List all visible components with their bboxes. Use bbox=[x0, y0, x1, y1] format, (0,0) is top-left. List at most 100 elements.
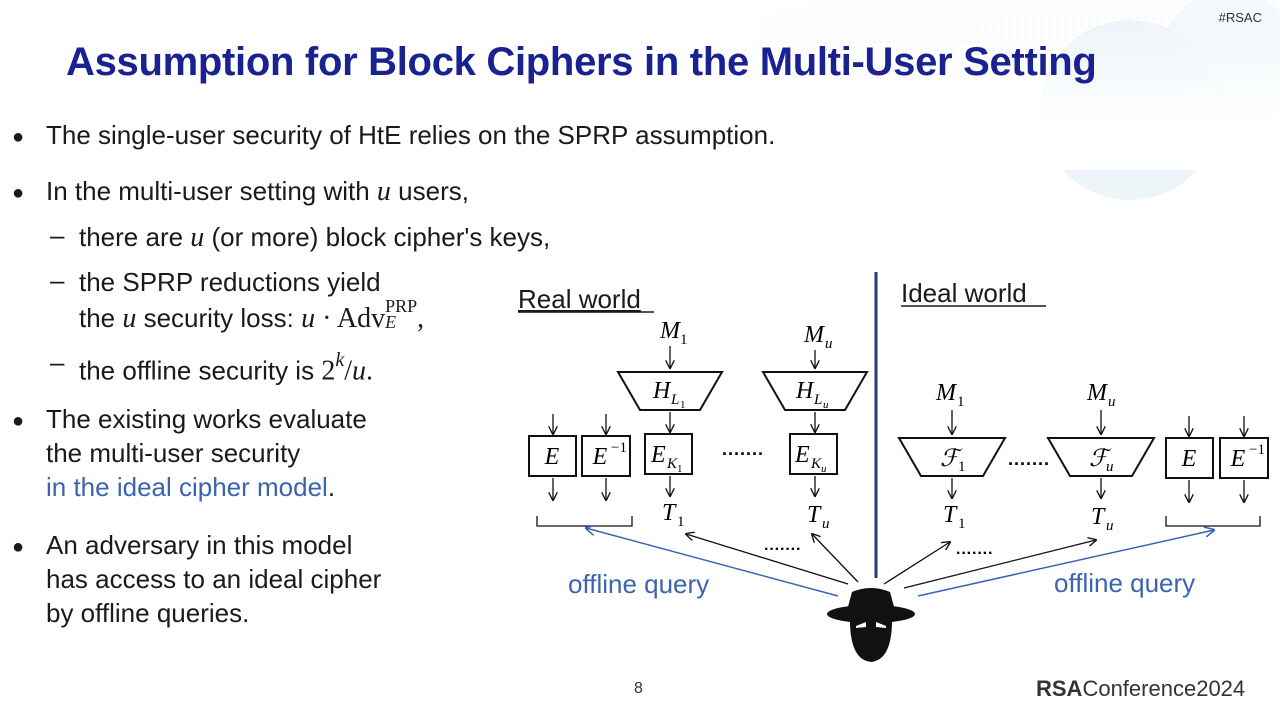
real-ellipsis: ······· bbox=[722, 444, 764, 464]
math-two: 2 bbox=[321, 355, 336, 387]
math-var-u: u bbox=[376, 176, 391, 207]
bullet-text: the SPRP reductions yield bbox=[79, 267, 381, 297]
sub-bullet-offline: the offline security is 2k/u. bbox=[79, 347, 373, 389]
ideal-e-inverse-box: E −1 bbox=[1219, 416, 1269, 502]
svg-text:1: 1 bbox=[958, 459, 966, 475]
bullet-marker: ● bbox=[12, 182, 25, 204]
real-world-label: Real world bbox=[518, 284, 641, 314]
svg-text:E: E bbox=[544, 444, 560, 470]
bullet-text: (or more) block cipher's keys, bbox=[204, 222, 551, 252]
adversary-ellipsis-left: ······· bbox=[764, 541, 801, 558]
sub-bullet-reduction: the SPRP reductions yield bbox=[79, 265, 381, 299]
svg-text:u: u bbox=[1106, 459, 1114, 475]
svg-text:K: K bbox=[666, 456, 678, 472]
math-sub-e: E bbox=[385, 312, 397, 333]
logo-brand: RSA bbox=[1036, 676, 1083, 701]
real-user1-chain: M 1 H L 1 E K 1 T 1 bbox=[616, 318, 724, 530]
svg-text:−1: −1 bbox=[611, 440, 627, 456]
svg-text:T: T bbox=[807, 502, 822, 528]
adversary-ellipsis-right: ······· bbox=[956, 545, 993, 562]
svg-text:1: 1 bbox=[680, 399, 686, 411]
svg-text:H: H bbox=[795, 378, 815, 404]
svg-text:L: L bbox=[670, 392, 679, 408]
ideal-offline-bracket bbox=[1165, 516, 1261, 527]
sub-bullet-marker: – bbox=[50, 220, 65, 250]
svg-text:M: M bbox=[1086, 380, 1109, 406]
svg-text:E: E bbox=[1230, 446, 1246, 472]
svg-text:T: T bbox=[943, 502, 958, 528]
real-e-box: E bbox=[528, 414, 577, 500]
svg-text:T: T bbox=[1091, 504, 1106, 530]
bullet-text: The single-user security of HtE relies o… bbox=[46, 120, 776, 150]
svg-text:H: H bbox=[652, 378, 672, 404]
math-slash: / bbox=[344, 355, 352, 387]
svg-text:1: 1 bbox=[677, 463, 683, 475]
real-offline-bracket bbox=[536, 516, 633, 527]
svg-text:E: E bbox=[1181, 446, 1197, 472]
bullet-text: has access to an ideal cipher bbox=[46, 564, 382, 594]
svg-text:E: E bbox=[794, 442, 810, 468]
query-arrows bbox=[586, 528, 1214, 597]
svg-text:1: 1 bbox=[957, 394, 965, 410]
adversary-spy-icon bbox=[827, 588, 915, 662]
svg-text:1: 1 bbox=[680, 332, 688, 348]
real-useru-chain: M u H L u E K u T u bbox=[761, 322, 869, 532]
svg-text:u: u bbox=[821, 463, 827, 475]
ideal-cipher-model-link[interactable]: in the ideal cipher model bbox=[46, 472, 328, 502]
sub-bullet-keys: there are u (or more) block cipher's key… bbox=[79, 220, 550, 255]
math-adv: · Adv bbox=[315, 303, 386, 334]
svg-text:E: E bbox=[650, 442, 666, 468]
math-var-u: u bbox=[122, 303, 137, 334]
rsa-conference-logo: RSAConference2024 bbox=[1036, 676, 1245, 702]
bullet-text: security loss: bbox=[136, 303, 302, 333]
bullet-text: . bbox=[327, 472, 336, 502]
ideal-user1-chain: M 1 ℱ 1 T 1 bbox=[897, 380, 1007, 532]
svg-text:ℱ: ℱ bbox=[940, 446, 963, 472]
svg-text:1: 1 bbox=[958, 516, 966, 532]
bullet-adversary: An adversary in this model has access to… bbox=[46, 528, 381, 630]
bullet-text: the offline security is bbox=[79, 355, 322, 386]
bullet-text: the bbox=[79, 303, 123, 333]
sub-bullet-marker: – bbox=[50, 347, 65, 377]
svg-text:u: u bbox=[1108, 394, 1116, 410]
bullet-multi-user: In the multi-user setting with u users, bbox=[46, 174, 469, 209]
ideal-useru-chain: M u ℱ u T u bbox=[1046, 380, 1156, 534]
bullet-single-user: The single-user security of HtE relies o… bbox=[46, 118, 775, 152]
bullet-text: there are bbox=[79, 222, 191, 252]
svg-text:u: u bbox=[823, 399, 829, 411]
math-sup-prp: PRP bbox=[385, 296, 418, 317]
svg-text:M: M bbox=[935, 380, 958, 406]
bullet-text: . bbox=[365, 355, 373, 387]
svg-text:u: u bbox=[825, 336, 833, 352]
svg-text:1: 1 bbox=[677, 514, 685, 530]
bullet-text: by offline queries. bbox=[46, 598, 250, 628]
svg-text:K: K bbox=[810, 456, 822, 472]
math-var-u: u bbox=[190, 222, 205, 253]
math-exp-k: k bbox=[335, 349, 345, 371]
math-var-u: u bbox=[351, 355, 366, 387]
math-var-u: u bbox=[301, 303, 316, 334]
svg-text:−1: −1 bbox=[1249, 442, 1265, 458]
svg-text:ℱ: ℱ bbox=[1089, 446, 1112, 472]
svg-text:M: M bbox=[803, 322, 826, 348]
bullet-marker: ● bbox=[12, 410, 25, 432]
bullet-existing-works: The existing works evaluate the multi-us… bbox=[46, 402, 367, 504]
offline-query-label-right: offline query bbox=[1054, 568, 1195, 598]
bullet-text: In the multi-user setting with bbox=[46, 176, 377, 206]
logo-text: Conference bbox=[1082, 676, 1197, 701]
rsac-hashtag: #RSAC bbox=[1218, 10, 1262, 25]
ideal-ellipsis: ······· bbox=[1008, 454, 1050, 474]
logo-year: 2024 bbox=[1196, 676, 1246, 701]
bullet-text: the multi-user security bbox=[46, 438, 301, 468]
svg-text:u: u bbox=[822, 516, 830, 532]
page-number: 8 bbox=[634, 680, 643, 697]
svg-text:E: E bbox=[592, 444, 608, 470]
svg-text:L: L bbox=[813, 392, 822, 408]
bullet-text: , bbox=[417, 303, 425, 334]
bullet-text: An adversary in this model bbox=[46, 530, 353, 560]
slide-title: Assumption for Block Ciphers in the Mult… bbox=[66, 40, 1097, 84]
svg-text:T: T bbox=[662, 500, 677, 526]
